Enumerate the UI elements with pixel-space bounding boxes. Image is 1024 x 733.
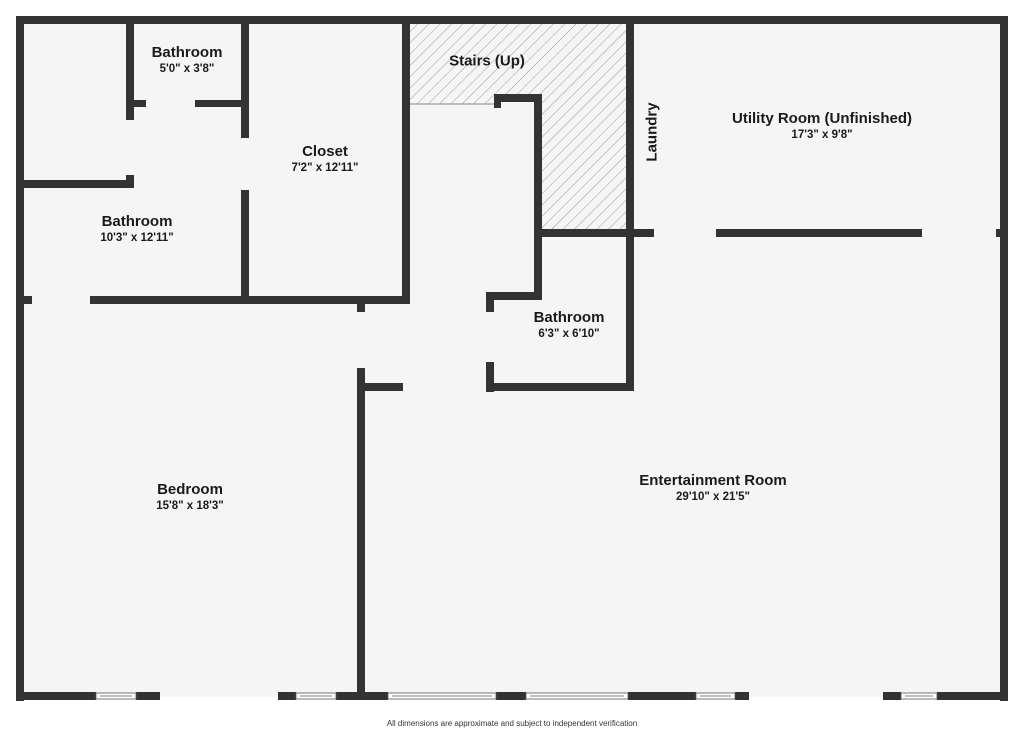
room-label-bathroom-small: Bathroom 5'0" x 3'8" (151, 44, 223, 75)
floor-area (20, 20, 1005, 697)
room-label-laundry: Laundry (643, 102, 661, 162)
walls (16, 16, 1008, 701)
room-label-bathroom-main: Bathroom 10'3" x 12'11" (100, 213, 174, 244)
room-label-bedroom: Bedroom 15'8" x 18'3" (156, 481, 224, 512)
room-label-closet: Closet 7'2" x 12'11" (291, 143, 359, 174)
room-label-stairs: Stairs (Up) (449, 52, 525, 70)
disclaimer-footer: All dimensions are approximate and subje… (386, 719, 638, 728)
room-label-utility: Utility Room (Unfinished) 17'3" x 9'8" (732, 110, 912, 141)
room-label-entertainment: Entertainment Room 29'10" x 21'5" (639, 472, 787, 503)
stairs-hatch (408, 22, 630, 233)
room-label-bathroom-hall: Bathroom 6'3" x 6'10" (533, 309, 605, 340)
windows (95, 692, 938, 700)
